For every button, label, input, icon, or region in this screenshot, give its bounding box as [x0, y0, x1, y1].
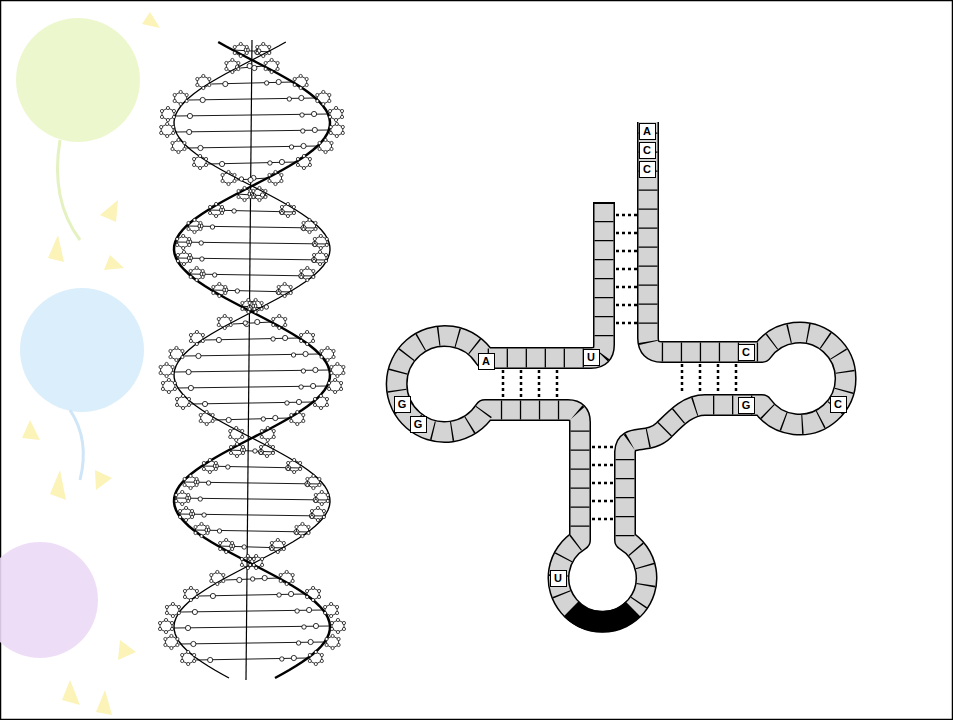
base-letter: U [554, 573, 562, 584]
base-letter: C [834, 399, 842, 410]
nucleotide-box: A [639, 123, 656, 140]
nucleotide-box: G [738, 397, 755, 414]
nucleotide-box: A [478, 353, 495, 370]
base-letter: A [482, 356, 490, 367]
base-letter: C [643, 164, 651, 175]
nucleotide-box: C [639, 142, 656, 159]
nucleotide-box: C [830, 396, 847, 413]
nucleotide-box: G [394, 396, 411, 413]
base-letter: C [643, 145, 651, 156]
base-letter: U [587, 352, 595, 363]
base-letter: G [414, 419, 423, 430]
nucleotide-box: C [738, 344, 755, 361]
nucleotide-box: C [639, 161, 656, 178]
base-letter: G [742, 400, 751, 411]
nucleotide-box: U [583, 349, 600, 366]
base-letter: A [643, 126, 651, 137]
base-letter: C [742, 347, 750, 358]
nucleotide-box: G [410, 416, 427, 433]
base-letter: G [398, 399, 407, 410]
nucleotide-box: U [550, 570, 567, 587]
